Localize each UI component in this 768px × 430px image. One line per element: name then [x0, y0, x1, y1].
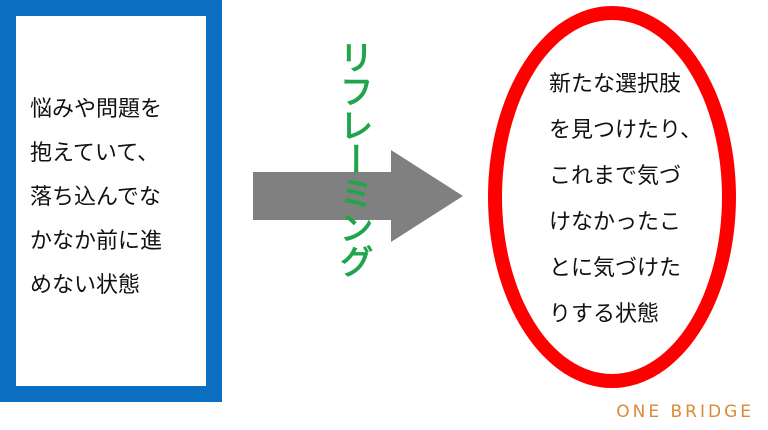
after-line: これまで気づ: [549, 164, 682, 189]
arrow-shape: [253, 150, 463, 242]
before-state-text: 悩みや問題を 抱えていて、 落ち込んでな かなか前に進 めない状態: [30, 88, 162, 308]
before-line: 落ち込んでな: [30, 185, 161, 210]
after-state-text: 新たな選択肢 を見つけたり、 これまで気づ けなかったこ とに気づけた りする状…: [549, 62, 702, 338]
after-line: とに気づけた: [549, 256, 682, 281]
before-line: 抱えていて、: [30, 141, 160, 166]
before-state-box: [0, 0, 222, 402]
after-line: りする状態: [549, 302, 660, 327]
before-line: めない状態: [30, 273, 141, 298]
brand-logo: ONE BRIDGE: [616, 402, 754, 422]
reframing-label: リフレーミング: [333, 40, 373, 278]
after-line: を見つけたり、: [549, 118, 703, 143]
before-line: かなか前に進: [30, 229, 163, 254]
after-line: 新たな選択肢: [549, 72, 682, 97]
arrow-right-icon: [253, 150, 463, 242]
after-line: けなかったこ: [549, 210, 682, 235]
before-line: 悩みや問題を: [30, 97, 163, 122]
